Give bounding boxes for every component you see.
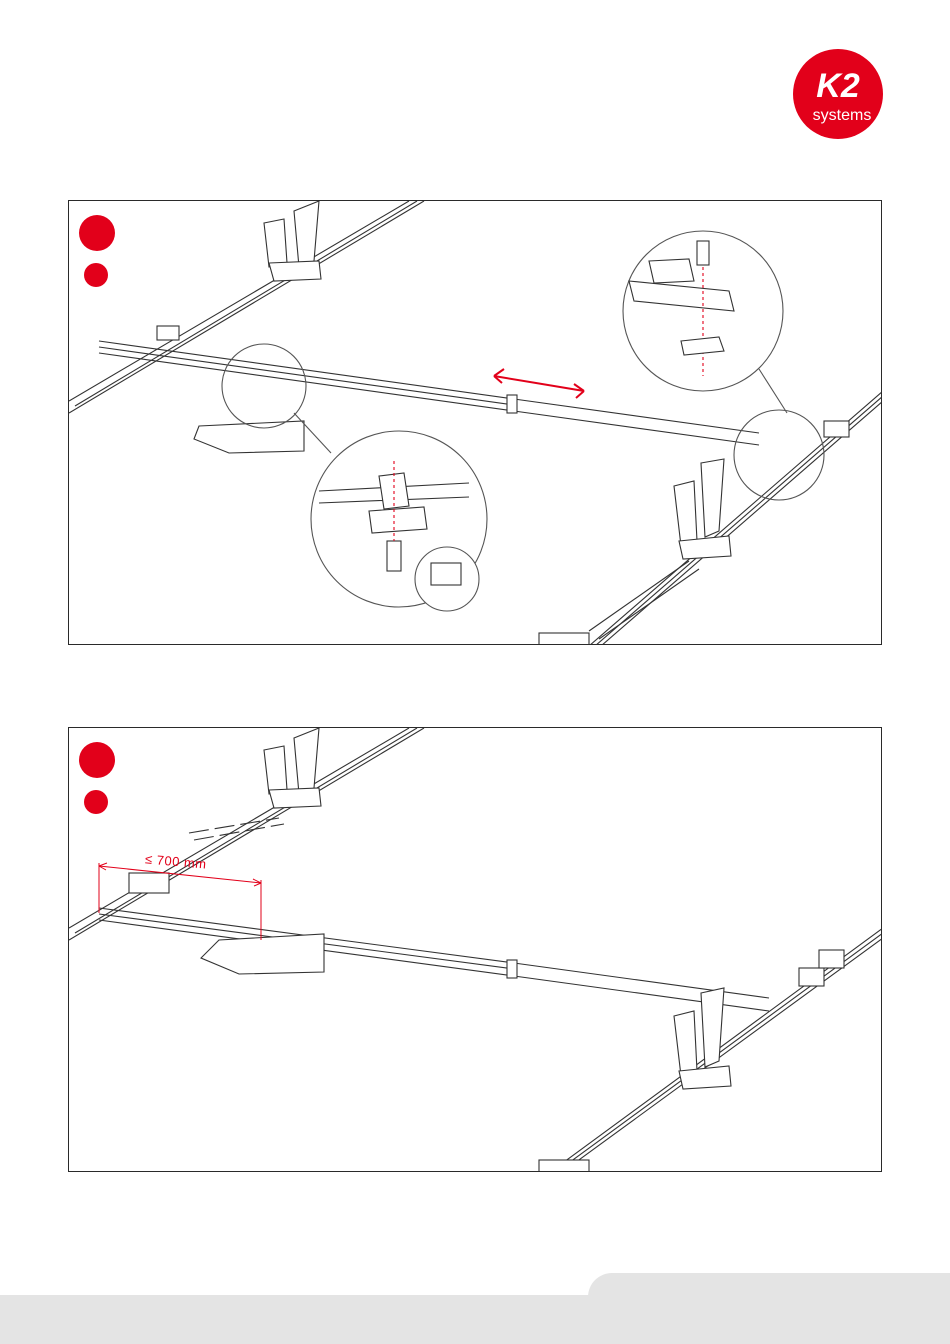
assembly-drawing-2 <box>69 728 882 1172</box>
double-arrow <box>494 369 584 398</box>
back-left-rail <box>69 201 424 413</box>
back-left-rail <box>69 728 424 940</box>
logo-main-text: K2 <box>816 67 860 105</box>
assembly-step-1-panel <box>68 200 882 645</box>
module-clamp-lower <box>674 459 724 546</box>
dimension-line <box>99 863 261 940</box>
ballast-plate <box>201 934 324 974</box>
logo-sub-text: systems <box>813 107 872 124</box>
assembly-drawing-1 <box>69 201 882 645</box>
module-clamp-upper <box>264 201 319 267</box>
cross-rail <box>99 908 769 1011</box>
detail-circle-small-left <box>222 344 306 428</box>
footer-tab <box>588 1273 950 1297</box>
assembly-step-2-panel: ≤ 700 mm <box>68 727 882 1172</box>
footer-bar <box>0 1295 950 1344</box>
module-clamp-upper <box>264 728 319 794</box>
k2-systems-logo: K2 systems <box>792 48 884 140</box>
